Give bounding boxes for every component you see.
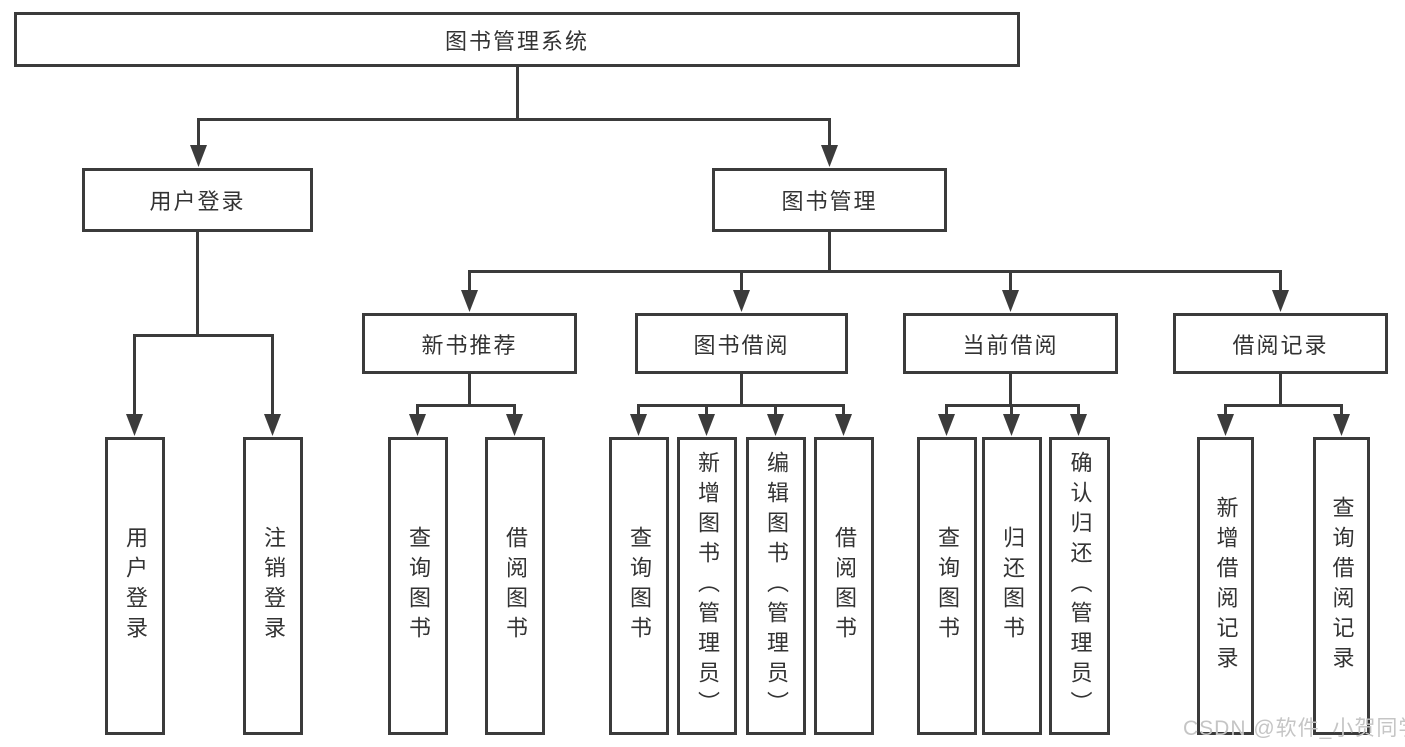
node-current-borrow-label: 当前借阅: [962, 332, 1059, 358]
connector-bookborrow-to-leaves: [637, 373, 845, 414]
arrowhead-icon: [733, 290, 750, 312]
node-book-management-label: 图书管理: [781, 189, 878, 214]
arrowhead-icon: [1002, 290, 1019, 312]
node-borrow-records-label: 借阅记录: [1232, 332, 1329, 358]
connector-bookmgmt-to-level3: [468, 231, 1282, 291]
leaf-add-books-admin-label: 新增图书（管理员）: [695, 451, 720, 721]
leaf-logout-label: 注销登录: [261, 526, 286, 646]
arrowhead-icon: [938, 414, 955, 436]
leaf-confirm-return-admin: 确认归还（管理员）: [1049, 437, 1110, 735]
leaf-query-borrow-record: 查询借阅记录: [1313, 437, 1370, 735]
leaf-user-login-label: 用户登录: [123, 526, 148, 646]
arrowhead-icon: [506, 414, 523, 436]
leaf-logout: 注销登录: [243, 437, 303, 735]
node-root-label: 图书管理系统: [444, 28, 589, 54]
leaf-add-borrow-record-label: 新增借阅记录: [1213, 496, 1239, 676]
arrowhead-icon: [1070, 414, 1087, 436]
arrowhead-icon: [698, 414, 715, 436]
leaf-borrow-books: 借阅图书: [814, 437, 874, 735]
node-user-login-label: 用户登录: [149, 189, 246, 214]
connector-currentborrow-to-leaves: [945, 373, 1080, 414]
leaf-confirm-return-admin-label: 确认归还（管理员）: [1067, 451, 1093, 721]
arrowhead-icon: [126, 414, 143, 436]
leaf-query-borrow-record-label: 查询借阅记录: [1329, 496, 1355, 676]
leaf-edit-books-admin: 编辑图书（管理员）: [746, 437, 806, 735]
leaf-return-books-label: 归还图书: [1000, 526, 1025, 646]
arrowhead-icon: [821, 145, 838, 167]
node-book-borrow-label: 图书借阅: [693, 332, 790, 358]
arrowhead-icon: [835, 414, 852, 436]
watermark: CSDN @软件_小贺同学: [1183, 717, 1405, 740]
arrowhead-icon: [190, 145, 207, 167]
leaf-add-books-admin: 新增图书（管理员）: [677, 437, 737, 735]
leaf-borrow-books-label: 借阅图书: [832, 526, 857, 646]
leaf-query-books-current-label: 查询图书: [935, 526, 960, 646]
node-new-book-recommend: 新书推荐: [362, 313, 577, 374]
connector-newbook-to-leaves: [416, 373, 516, 414]
arrowhead-icon: [767, 414, 784, 436]
arrowhead-icon: [1272, 290, 1289, 312]
arrowhead-icon: [264, 414, 281, 436]
node-new-book-recommend-label: 新书推荐: [421, 332, 518, 358]
connector-borrowrecord-to-leaves: [1224, 373, 1343, 414]
leaf-query-books-borrow-label: 查询图书: [627, 526, 652, 646]
leaf-add-borrow-record: 新增借阅记录: [1197, 437, 1254, 735]
arrowhead-icon: [1003, 414, 1020, 436]
leaf-query-books-borrow: 查询图书: [609, 437, 669, 735]
arrowhead-icon: [630, 414, 647, 436]
leaf-query-books-recommend-label: 查询图书: [406, 526, 431, 646]
leaf-return-books: 归还图书: [982, 437, 1042, 735]
leaf-user-login: 用户登录: [105, 437, 165, 735]
node-root: 图书管理系统: [14, 12, 1020, 67]
node-user-login: 用户登录: [82, 168, 313, 232]
connector-userlogin-to-leaves: [133, 231, 274, 414]
leaf-borrow-books-recommend-label: 借阅图书: [503, 526, 528, 646]
arrowhead-icon: [409, 414, 426, 436]
node-book-management: 图书管理: [712, 168, 947, 232]
node-borrow-records: 借阅记录: [1173, 313, 1388, 374]
leaf-query-books-current: 查询图书: [917, 437, 977, 735]
node-current-borrow: 当前借阅: [903, 313, 1118, 374]
connector-root-to-level2: [197, 66, 831, 147]
arrowhead-icon: [1217, 414, 1234, 436]
leaf-query-books-recommend: 查询图书: [388, 437, 448, 735]
arrowhead-icon: [461, 290, 478, 312]
leaf-edit-books-admin-label: 编辑图书（管理员）: [764, 451, 789, 721]
arrowhead-icon: [1333, 414, 1350, 436]
leaf-borrow-books-recommend: 借阅图书: [485, 437, 545, 735]
node-book-borrow: 图书借阅: [635, 313, 848, 374]
